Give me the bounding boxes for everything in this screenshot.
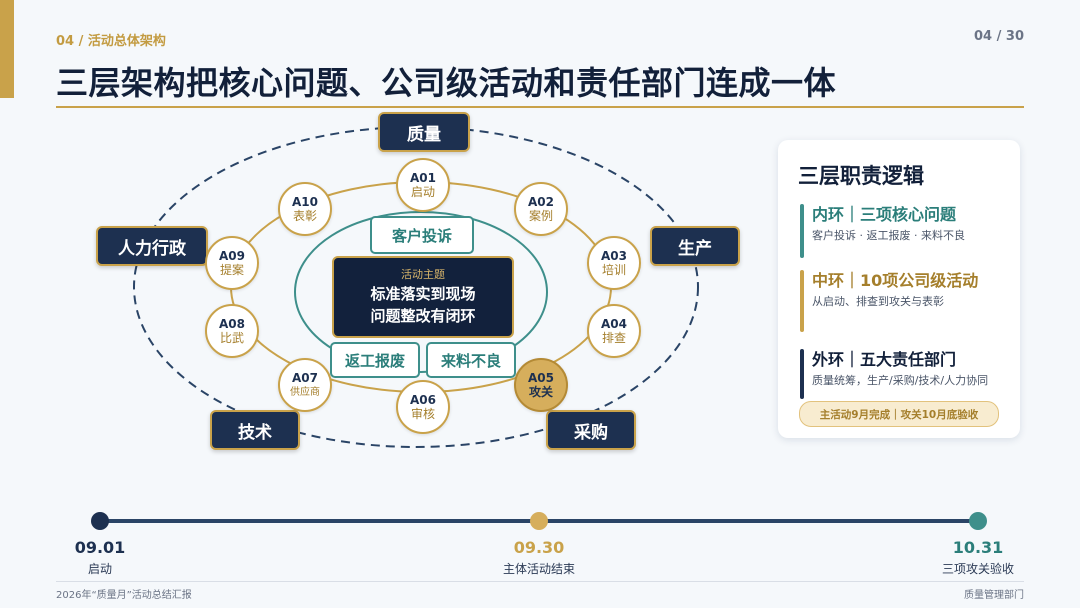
responsibility-panel bbox=[778, 140, 1020, 438]
timeline-date-end: 10.31 bbox=[952, 538, 1004, 557]
activity-a04: A04 排查 bbox=[587, 304, 641, 358]
activity-a06: A06 审核 bbox=[396, 380, 450, 434]
dept-procurement: 采购 bbox=[546, 410, 636, 450]
activity-code: A08 bbox=[219, 316, 245, 331]
timeline-label-end: 三项攻关验收 bbox=[941, 562, 1014, 576]
ring-inner-heading: 内环｜三项核心问题 bbox=[812, 205, 957, 224]
activity-theme-box: 活动主题 标准落实到现场 问题整改有闭环 bbox=[332, 256, 514, 338]
activity-code: A03 bbox=[601, 248, 627, 263]
footer-department: 质量管理部门 bbox=[964, 590, 1024, 601]
issue-customer-complaint: 客户投诉 bbox=[370, 216, 474, 254]
ring-outer-bar bbox=[800, 349, 804, 399]
dept-quality: 质量 bbox=[378, 112, 470, 152]
activity-a09: A09 提案 bbox=[205, 236, 259, 290]
activity-a07: A07 供应商 bbox=[278, 358, 332, 412]
title-divider bbox=[56, 106, 1024, 108]
dept-hr-admin: 人力行政 bbox=[96, 226, 208, 266]
page-title: 三层架构把核心问题、公司级活动和责任部门连成一体 bbox=[56, 64, 837, 102]
timeline-label-start: 启动 bbox=[87, 562, 112, 576]
activity-code: A06 bbox=[410, 392, 436, 407]
timeline-dot-start bbox=[91, 512, 109, 530]
accent-bar bbox=[0, 0, 14, 98]
ring-middle-heading: 中环｜10项公司级活动 bbox=[812, 271, 979, 290]
outer-ring bbox=[133, 126, 699, 448]
footer-divider bbox=[56, 581, 1024, 582]
ring-outer: 外环｜五大责任部门 质量统筹，生产/采购/技术/人力协同 bbox=[800, 349, 1012, 399]
activity-a08: A08 比武 bbox=[205, 304, 259, 358]
activity-name: 攻关 bbox=[528, 384, 553, 399]
issue-incoming-defect: 来料不良 bbox=[426, 342, 516, 378]
ring-outer-desc: 质量统筹，生产/采购/技术/人力协同 bbox=[812, 374, 989, 387]
breadcrumb: 04 / 活动总体架构 bbox=[56, 34, 166, 49]
activity-name: 启动 bbox=[410, 184, 435, 199]
schedule-chip: 主活动9月完成｜攻关10月底验收 bbox=[799, 401, 999, 427]
activity-code: A01 bbox=[410, 170, 436, 185]
activity-name: 表彰 bbox=[292, 208, 317, 223]
ring-inner: 内环｜三项核心问题 客户投诉 · 返工报废 · 来料不良 bbox=[800, 204, 1012, 258]
activity-name: 供应商 bbox=[290, 386, 320, 398]
activity-a10: A10 表彰 bbox=[278, 182, 332, 236]
page-indicator: 04 / 30 bbox=[974, 29, 1024, 44]
issue-rework-scrap: 返工报废 bbox=[330, 342, 420, 378]
ring-inner-bar bbox=[800, 204, 804, 258]
timeline-dot-end bbox=[969, 512, 987, 530]
activity-a02: A02 案例 bbox=[514, 182, 568, 236]
activity-name: 排查 bbox=[601, 330, 626, 345]
timeline-dot-mid bbox=[530, 512, 548, 530]
timeline-date-mid: 09.30 bbox=[513, 538, 565, 557]
theme-line-1: 标准落实到现场 bbox=[370, 285, 476, 303]
activity-code: A07 bbox=[292, 370, 318, 385]
footer-report-title: 2026年“质量月”活动总结汇报 bbox=[56, 590, 192, 601]
activity-a05: A05 攻关 bbox=[514, 358, 568, 412]
activity-name: 比武 bbox=[219, 330, 244, 345]
timeline-date-start: 09.01 bbox=[74, 538, 126, 557]
activity-code: A02 bbox=[528, 194, 554, 209]
activity-code: A04 bbox=[601, 316, 627, 331]
ring-middle: 中环｜10项公司级活动 从启动、排查到攻关与表彰 bbox=[800, 270, 1012, 332]
activity-name: 审核 bbox=[410, 406, 435, 421]
ring-inner-desc: 客户投诉 · 返工报废 · 来料不良 bbox=[812, 229, 965, 242]
dept-technology: 技术 bbox=[210, 410, 300, 450]
activity-code: A09 bbox=[219, 248, 245, 263]
ring-middle-bar bbox=[800, 270, 804, 332]
activity-name: 培训 bbox=[601, 262, 626, 277]
panel-title: 三层职责逻辑 bbox=[798, 164, 924, 188]
ring-outer-heading: 外环｜五大责任部门 bbox=[812, 350, 957, 369]
timeline-label-mid: 主体活动结束 bbox=[502, 562, 575, 576]
activity-code: A05 bbox=[528, 370, 554, 385]
activity-code: A10 bbox=[292, 194, 318, 209]
activity-name: 案例 bbox=[528, 208, 553, 223]
inner-ring bbox=[294, 211, 548, 373]
theme-label: 活动主题 bbox=[401, 268, 445, 281]
activity-name: 提案 bbox=[219, 262, 244, 277]
activity-a03: A03 培训 bbox=[587, 236, 641, 290]
theme-line-2: 问题整改有闭环 bbox=[370, 307, 476, 325]
ring-middle-desc: 从启动、排查到攻关与表彰 bbox=[812, 295, 944, 308]
activity-a01: A01 启动 bbox=[396, 158, 450, 212]
dept-production: 生产 bbox=[650, 226, 740, 266]
